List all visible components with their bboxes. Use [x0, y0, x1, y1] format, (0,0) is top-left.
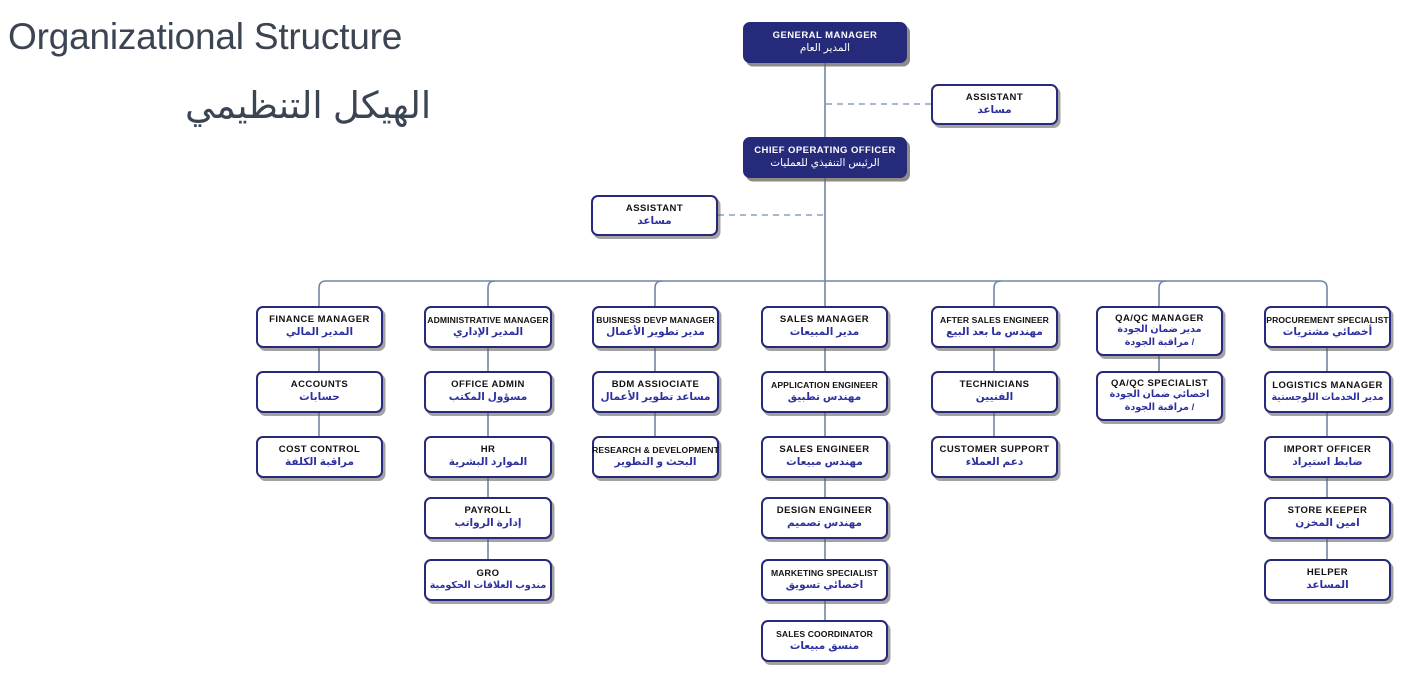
node-import-officer[interactable]: IMPORT OFFICER ضابط استيراد: [1264, 436, 1391, 478]
node-title-en: ASSISTANT: [625, 202, 684, 214]
node-title-en: ACCOUNTS: [290, 379, 349, 391]
node-administrative-manager[interactable]: ADMINISTRATIVE MANAGER المدير الإداري: [424, 306, 552, 348]
node-title-ar: إدارة الرواتب: [454, 517, 522, 530]
node-title-en: FINANCE MANAGER: [269, 314, 370, 326]
node-general-manager[interactable]: GENERAL MANAGER المدير العام: [743, 22, 907, 63]
node-title-en: SALES MANAGER: [779, 314, 870, 326]
node-title-en: SALES ENGINEER: [779, 444, 870, 456]
node-title-ar: مساعد: [637, 214, 672, 227]
node-title-en: COST CONTROL: [278, 444, 361, 456]
page-title-arabic: الهيكل التنظيمي: [185, 85, 432, 126]
node-marketing-specialist[interactable]: MARKETING SPECIALIST اخصائي تسويق: [761, 559, 888, 601]
node-logistics-manager[interactable]: LOGISTICS MANAGER مدير الخدمات اللوجستية: [1264, 371, 1391, 413]
node-title-ar: مدير الخدمات اللوجستية: [1271, 391, 1384, 403]
node-title-ar: مندوب العلاقات الحكومية: [429, 579, 547, 591]
node-customer-support[interactable]: CUSTOMER SUPPORT دعم العملاء: [931, 436, 1058, 478]
node-title-ar: دعم العملاء: [965, 456, 1024, 469]
node-sales-engineer[interactable]: SALES ENGINEER مهندس مبيعات: [761, 436, 888, 478]
node-helper[interactable]: HELPER المساعد: [1264, 559, 1391, 601]
node-assistant-chief-operating-officer[interactable]: ASSISTANT مساعد: [591, 195, 718, 236]
node-title-ar: المدير المالي: [285, 326, 354, 339]
node-title-ar: اخصائي تسويق: [785, 578, 864, 591]
node-title-en: MARKETING SPECIALIST: [770, 567, 879, 578]
node-title-en: HR: [480, 444, 496, 456]
node-title-ar: مهندس ما بعد البيع: [946, 325, 1043, 338]
node-title-en: PAYROLL: [464, 505, 512, 517]
node-sales-coordinator[interactable]: SALES COORDINATOR منسق مبيعات: [761, 620, 888, 662]
node-title-ar: ضابط استيراد: [1292, 456, 1363, 469]
node-title-en: APPLICATION ENGINEER: [771, 379, 878, 390]
node-title-ar: امين المخزن: [1295, 517, 1360, 530]
node-title-ar: مهندس تصميم: [786, 517, 863, 530]
node-finance-manager[interactable]: FINANCE MANAGER المدير المالي: [256, 306, 383, 348]
node-title-ar: المساعد: [1306, 579, 1349, 592]
node-title-en: OFFICE ADMIN: [451, 379, 525, 391]
node-title-ar: مسؤول المكتب: [448, 391, 528, 404]
node-title-ar: مدير ضمان الجودة: [1117, 324, 1202, 336]
node-hr[interactable]: HR الموارد البشرية: [424, 436, 552, 478]
node-title-en: STORE KEEPER: [1287, 505, 1368, 517]
node-after-sales-engineer[interactable]: AFTER SALES ENGINEER مهندس ما بعد البيع: [931, 306, 1058, 348]
node-design-engineer[interactable]: DESIGN ENGINEER مهندس تصميم: [761, 497, 888, 539]
node-title-ar: المدير الإداري: [452, 325, 524, 338]
node-application-engineer[interactable]: APPLICATION ENGINEER مهندس تطبيق: [761, 371, 888, 413]
node-title-en: AFTER SALES ENGINEER: [940, 314, 1049, 325]
node-title-en: LOGISTICS MANAGER: [1272, 379, 1383, 391]
node-chief-operating-officer[interactable]: CHIEF OPERATING OFFICER الرئيس التنفيذي …: [743, 137, 907, 178]
node-title-ar: الرئيس التنفيذي للعمليات: [770, 156, 880, 169]
node-title-ar: مساعد: [977, 103, 1012, 116]
node-title-en: DESIGN ENGINEER: [776, 505, 873, 517]
node-accounts[interactable]: ACCOUNTS حسابات: [256, 371, 383, 413]
node-qa-qc-specialist[interactable]: QA/QC SPECIALIST اخصائي ضمان الجودة / مر…: [1096, 371, 1223, 421]
node-qa-qc-manager[interactable]: QA/QC MANAGER مدير ضمان الجودة / مراقبة …: [1096, 306, 1223, 356]
node-title-en: BDM ASSIOCIATE: [611, 379, 700, 391]
node-title-ar: مراقبة الكلفة: [285, 456, 354, 469]
node-sales-manager[interactable]: SALES MANAGER مدير المبيعات: [761, 306, 888, 348]
node-title-en: GRO: [476, 567, 500, 579]
node-title-ar: اخصائي ضمان الجودة: [1109, 389, 1210, 401]
node-title-en: PROCUREMENT SPECIALIST: [1266, 314, 1389, 325]
node-title-ar: حسابات: [299, 391, 340, 404]
node-title-en: TECHNICIANS: [959, 379, 1030, 391]
node-title-en: CUSTOMER SUPPORT: [939, 444, 1050, 456]
node-title-ar-2: / مراقبة الجودة: [1124, 401, 1195, 413]
node-title-ar: منسق مبيعات: [789, 639, 860, 652]
node-assistant-general-manager[interactable]: ASSISTANT مساعد: [931, 84, 1058, 125]
node-title-ar: أخصائي مشتريات: [1282, 325, 1373, 338]
node-title-en: ASSISTANT: [965, 91, 1024, 103]
node-title-en: CHIEF OPERATING OFFICER: [754, 144, 896, 156]
node-title-ar: مدير تطوير الأعمال: [606, 325, 705, 338]
node-title-en: QA/QC SPECIALIST: [1111, 377, 1208, 389]
node-title-ar: الفنيين: [975, 391, 1014, 404]
node-title-en: BUISNESS DEVP MANAGER: [596, 314, 715, 325]
node-payroll[interactable]: PAYROLL إدارة الرواتب: [424, 497, 552, 539]
node-title-en: QA/QC MANAGER: [1115, 312, 1204, 324]
node-title-ar: مساعد تطوير الأعمال: [600, 391, 711, 404]
node-title-ar-2: / مراقبة الجودة: [1124, 336, 1195, 348]
node-business-devp-manager[interactable]: BUISNESS DEVP MANAGER مدير تطوير الأعمال: [592, 306, 719, 348]
node-title-en: IMPORT OFFICER: [1283, 444, 1372, 456]
node-research-and-development[interactable]: RESEARCH & DEVELOPMENT البحث و التطوير: [592, 436, 719, 478]
node-title-ar: مهندس مبيعات: [786, 456, 863, 469]
node-gro[interactable]: GRO مندوب العلاقات الحكومية: [424, 559, 552, 601]
node-technicians[interactable]: TECHNICIANS الفنيين: [931, 371, 1058, 413]
node-title-ar: مهندس تطبيق: [787, 390, 862, 403]
node-office-admin[interactable]: OFFICE ADMIN مسؤول المكتب: [424, 371, 552, 413]
node-title-ar: الموارد البشرية: [448, 456, 528, 469]
node-bdm-assiociate[interactable]: BDM ASSIOCIATE مساعد تطوير الأعمال: [592, 371, 719, 413]
node-procurement-specialist[interactable]: PROCUREMENT SPECIALIST أخصائي مشتريات: [1264, 306, 1391, 348]
node-title-ar: مدير المبيعات: [789, 326, 860, 339]
node-title-en: HELPER: [1306, 567, 1349, 579]
node-store-keeper[interactable]: STORE KEEPER امين المخزن: [1264, 497, 1391, 539]
node-title-en: SALES COORDINATOR: [776, 628, 873, 639]
node-title-en: RESEARCH & DEVELOPMENT: [592, 444, 719, 455]
node-cost-control[interactable]: COST CONTROL مراقبة الكلفة: [256, 436, 383, 478]
node-title-ar: البحث و التطوير: [614, 455, 697, 468]
node-title-ar: المدير العام: [799, 41, 851, 54]
node-title-en: GENERAL MANAGER: [772, 29, 878, 41]
node-title-en: ADMINISTRATIVE MANAGER: [427, 314, 549, 325]
page-title-english: Organizational Structure: [8, 16, 403, 57]
